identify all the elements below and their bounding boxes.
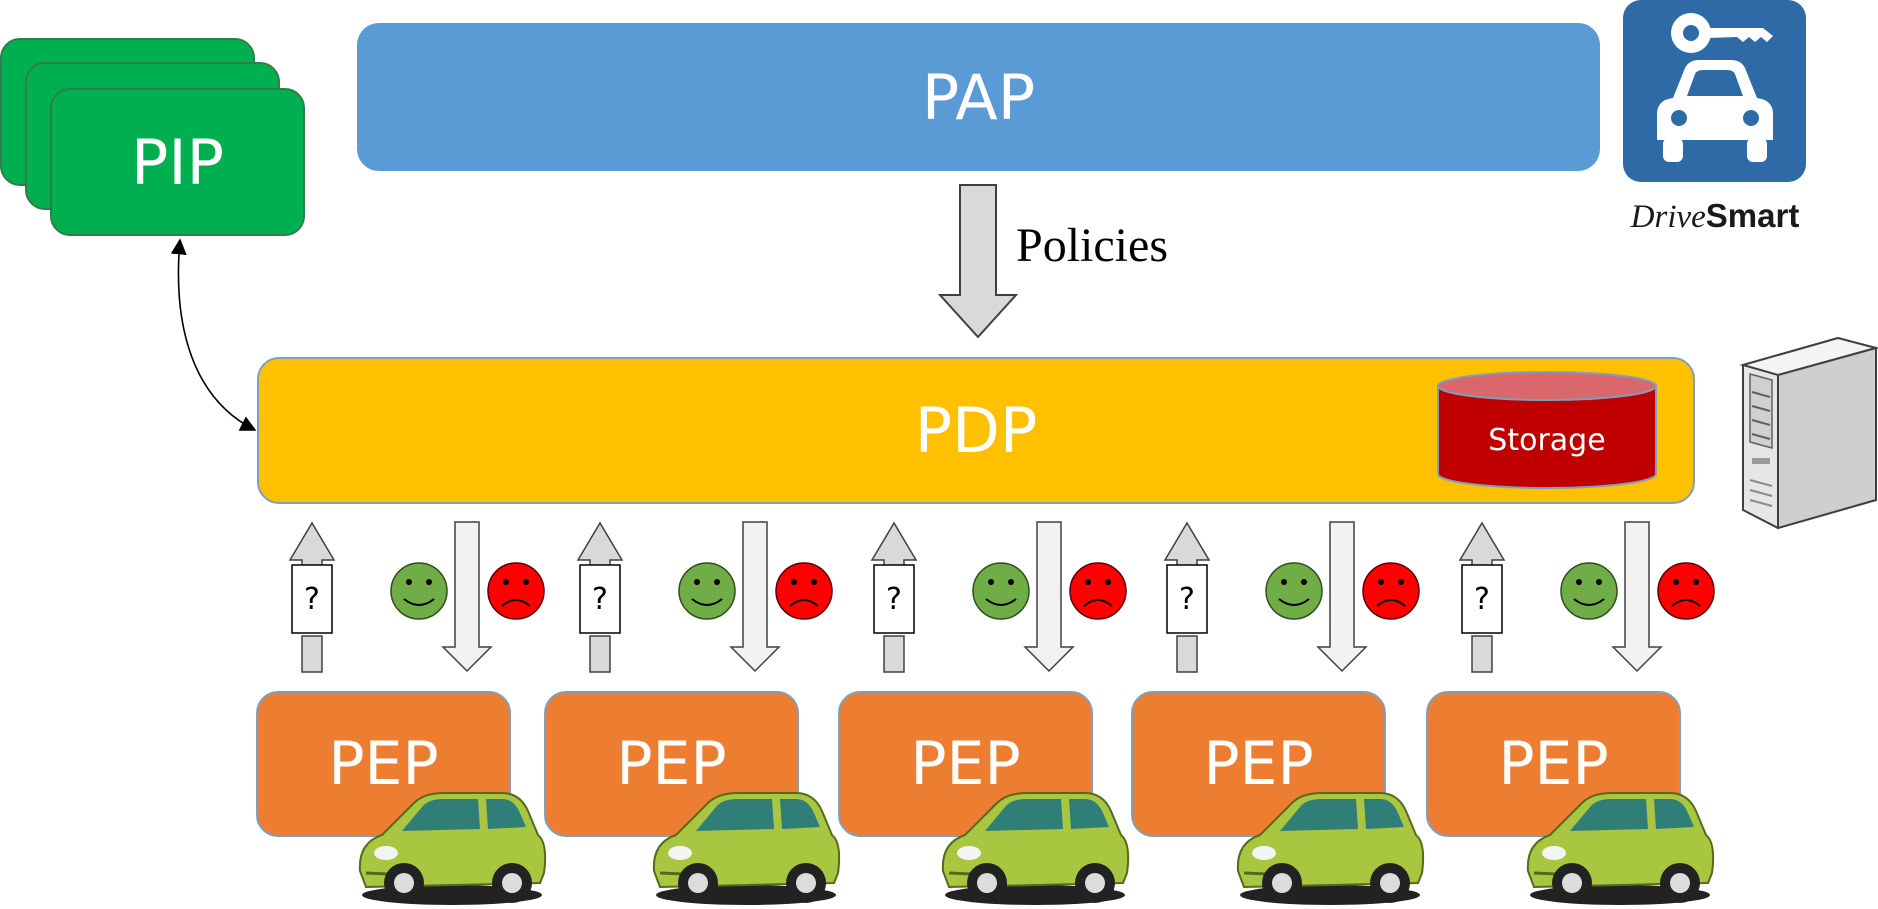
response-arrow-3 (1023, 521, 1075, 673)
pip-card-front (50, 88, 305, 236)
svg-text:?: ? (886, 582, 902, 617)
pep-label-4: PEP (1203, 729, 1314, 799)
storage-cylinder-icon (1436, 370, 1658, 497)
response-arrow-2 (729, 521, 781, 673)
permit-smiley-5 (1560, 562, 1618, 620)
policies-label: Policies (1016, 219, 1168, 272)
deny-frowny-2 (775, 562, 833, 620)
response-arrow-5 (1611, 521, 1663, 673)
permit-smiley-3 (972, 562, 1030, 620)
pip-label: PIP (130, 125, 225, 199)
response-arrow-4 (1316, 521, 1368, 673)
car-icon-3 (935, 783, 1135, 909)
car-icon-5 (1520, 783, 1720, 909)
response-arrow-1 (441, 521, 493, 673)
request-arrow-4: ? (1163, 521, 1211, 673)
car-icon-4 (1230, 783, 1430, 909)
pdp-label: PDP (914, 394, 1038, 467)
brand-wordmark: DriveSmart (1620, 197, 1810, 236)
deny-frowny-4 (1362, 562, 1420, 620)
permit-smiley-2 (678, 562, 736, 620)
deny-frowny-1 (487, 562, 545, 620)
svg-text:?: ? (1474, 582, 1490, 617)
car-icon-1 (352, 783, 552, 909)
deny-frowny-3 (1069, 562, 1127, 620)
pap-label: PAP (921, 60, 1036, 134)
svg-text:?: ? (304, 582, 320, 617)
pap-box (357, 23, 1600, 171)
permit-smiley-1 (390, 562, 448, 620)
pep-label-3: PEP (910, 729, 1021, 799)
car-icon-2 (646, 783, 846, 909)
brand-part2: Smart (1705, 197, 1800, 234)
car-key-icon (1623, 0, 1806, 182)
request-arrow-1: ? (288, 521, 336, 673)
request-arrow-3: ? (870, 521, 918, 673)
deny-frowny-5 (1657, 562, 1715, 620)
request-arrow-2: ? (576, 521, 624, 673)
pep-label-2: PEP (616, 729, 727, 799)
permit-smiley-4 (1265, 562, 1323, 620)
pep-label-5: PEP (1498, 729, 1609, 799)
storage-label: Storage (1488, 422, 1606, 458)
pip-pdp-link (170, 238, 257, 431)
policies-arrow (937, 184, 1019, 339)
server-tower-icon (1738, 330, 1878, 535)
brand-part1: Drive (1630, 199, 1706, 235)
flow-group: ????? (288, 521, 1715, 673)
request-arrow-5: ? (1458, 521, 1506, 673)
svg-text:?: ? (1179, 582, 1195, 617)
pep-label-1: PEP (328, 729, 439, 799)
svg-text:?: ? (592, 582, 608, 617)
